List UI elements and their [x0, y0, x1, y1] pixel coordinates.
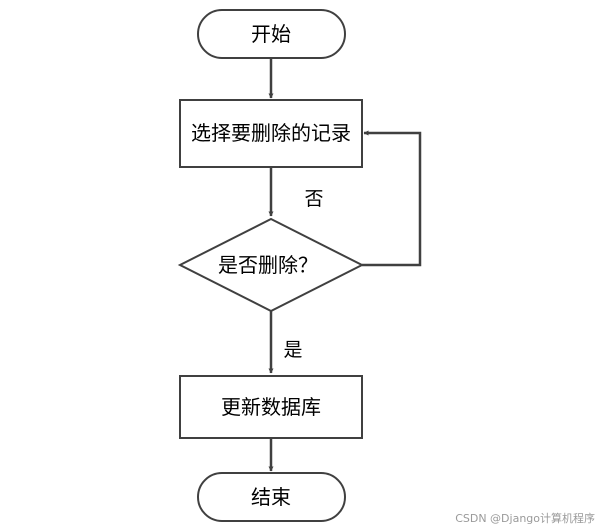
start-label: 开始 [251, 22, 291, 46]
select-record-label: 选择要删除的记录 [191, 121, 351, 145]
watermark: CSDN @Django计算机程序 [455, 512, 595, 525]
no-label: 否 [304, 188, 323, 210]
select-record-box [179, 99, 363, 168]
end-label: 结束 [251, 485, 291, 509]
delete-decision-label: 是否删除？ [218, 253, 318, 277]
end-terminal [197, 472, 346, 522]
update-db-label: 更新数据库 [221, 395, 321, 419]
yes-label: 是 [283, 339, 302, 361]
edge-decision-no-loop [362, 130, 422, 267]
update-db-box [179, 375, 363, 439]
